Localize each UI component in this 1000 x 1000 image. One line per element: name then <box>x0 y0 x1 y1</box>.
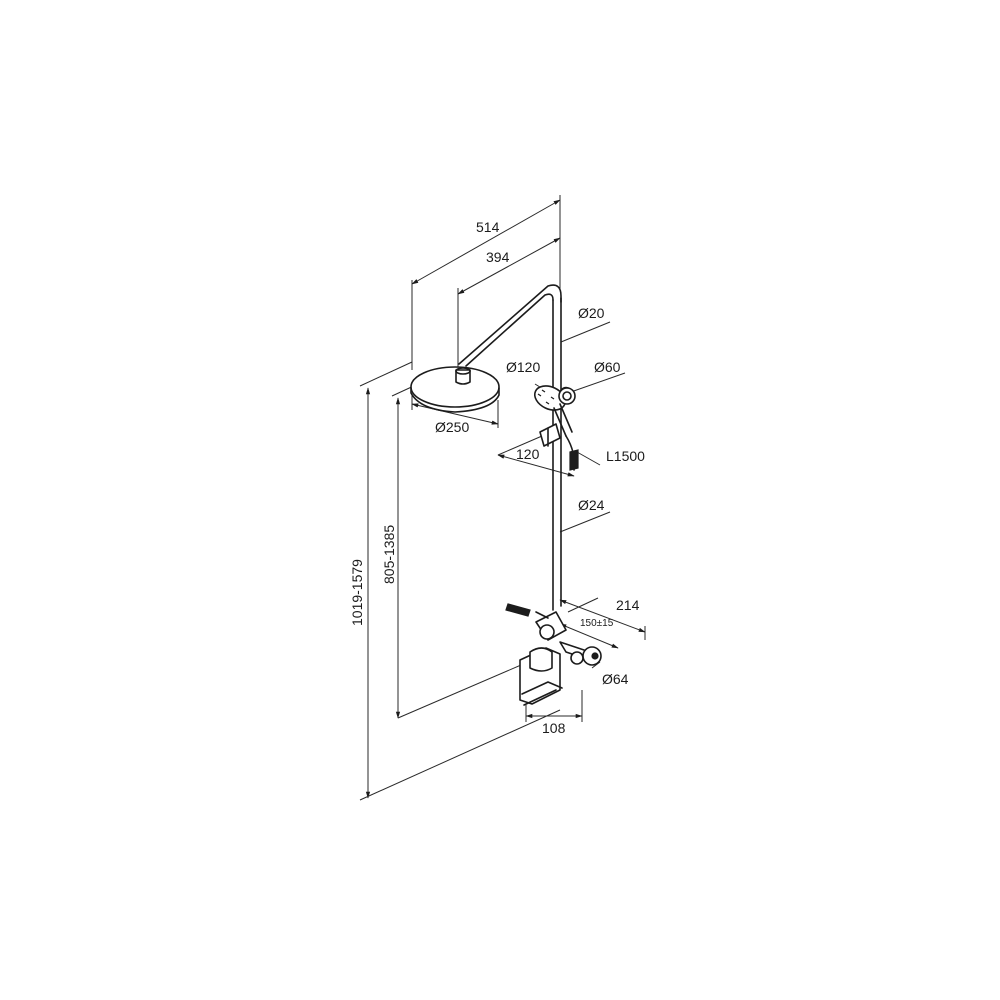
hose <box>565 435 579 471</box>
label-mixer-depth: 214 <box>616 597 640 613</box>
label-hand-shower-diameter: Ø120 <box>506 359 540 375</box>
label-holder-offset: 120 <box>516 446 540 462</box>
label-hose-length: L1500 <box>606 448 645 464</box>
mixer-body <box>505 603 602 706</box>
hand-shower <box>533 385 576 437</box>
dimension-lines <box>359 195 646 801</box>
rain-shower-head <box>410 366 500 413</box>
slide-holder <box>539 423 561 447</box>
label-escutcheon-diameter: Ø64 <box>602 671 629 687</box>
label-spout-width: 108 <box>542 720 566 736</box>
label-riser-diameter: Ø24 <box>578 497 605 513</box>
label-height-range-mixer: 805-1385 <box>381 525 397 584</box>
dimension-labels: 514 394 Ø20 Ø120 Ø60 Ø250 120 L1500 Ø24 … <box>349 219 645 736</box>
riser-pipe <box>458 284 562 611</box>
label-riser-top-diameter: Ø20 <box>578 305 605 321</box>
label-rain-shower-diameter: Ø250 <box>435 419 469 435</box>
label-connection-spacing: 150±15 <box>580 618 614 629</box>
label-wall-bracket-diameter: Ø60 <box>594 359 621 375</box>
label-height-range-total: 1019-1579 <box>349 559 365 626</box>
label-total-width: 514 <box>476 219 500 235</box>
label-arm-length: 394 <box>486 249 510 265</box>
